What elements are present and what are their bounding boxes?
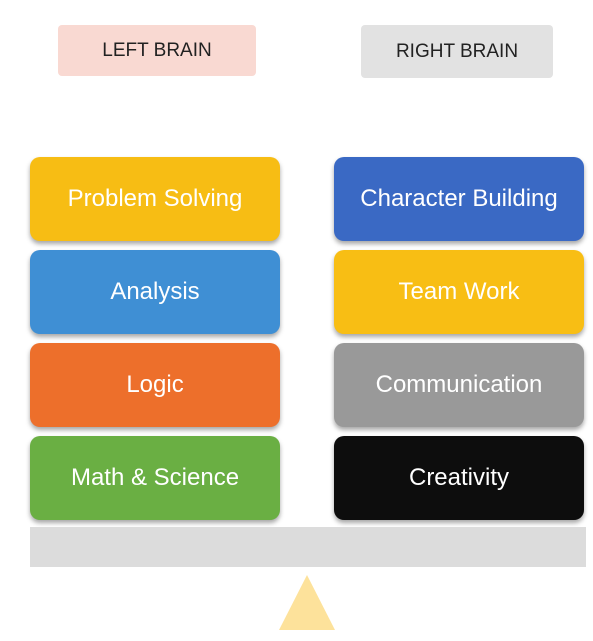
right-block-label: Communication bbox=[375, 371, 543, 398]
fulcrum-triangle bbox=[279, 575, 335, 630]
left-block: Math & Science bbox=[30, 436, 280, 520]
left-brain-label: LEFT BRAIN bbox=[58, 25, 256, 76]
left-block-label: Problem Solving bbox=[67, 185, 243, 212]
right-block: Team Work bbox=[334, 250, 584, 334]
balance-plank bbox=[30, 527, 586, 567]
right-brain-label: RIGHT BRAIN bbox=[361, 25, 553, 78]
right-block: Character Building bbox=[334, 157, 584, 241]
right-block: Creativity bbox=[334, 436, 584, 520]
right-block-label: Team Work bbox=[398, 278, 520, 305]
left-block-label: Analysis bbox=[110, 278, 200, 305]
right-block-label: Creativity bbox=[408, 464, 510, 491]
left-block: Logic bbox=[30, 343, 280, 427]
left-block-label: Logic bbox=[126, 371, 184, 398]
left-block-label: Math & Science bbox=[70, 464, 240, 491]
right-brain-label-text: RIGHT BRAIN bbox=[395, 40, 519, 62]
right-block: Communication bbox=[334, 343, 584, 427]
right-block-label: Character Building bbox=[360, 185, 558, 212]
left-block: Problem Solving bbox=[30, 157, 280, 241]
left-brain-label-text: LEFT BRAIN bbox=[102, 39, 212, 61]
left-block: Analysis bbox=[30, 250, 280, 334]
